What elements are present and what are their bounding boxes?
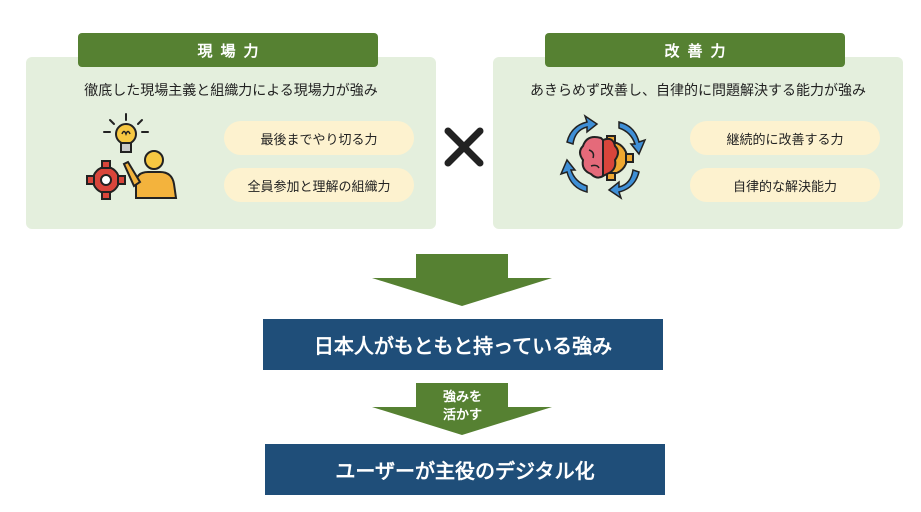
result-inherent-strength: 日本人がもともと持っている強み	[263, 319, 663, 370]
pill-soshikiryoku: 全員参加と理解の組織力	[224, 168, 414, 202]
brain-gear-cycle-icon	[553, 112, 649, 202]
result-user-centric-dx: ユーザーが主役のデジタル化	[265, 444, 665, 495]
kaizen-label: 改善力	[545, 33, 845, 67]
arrow-caption: 強みを活かす	[415, 385, 510, 429]
arrow-caption-text: 強みを活かす	[442, 390, 482, 423]
pill-yarikiru: 最後までやり切る力	[224, 121, 414, 155]
pill-jiritsu: 自律的な解決能力	[690, 168, 880, 202]
down-arrow-2	[372, 383, 552, 435]
pill-keizoku: 継続的に改善する力	[690, 121, 880, 155]
cross-icon	[442, 125, 486, 169]
worker-lightbulb-gear-icon	[84, 112, 180, 202]
right-subtitle: あきらめず改善し、自律的に問題解決する能力が強み	[530, 83, 866, 99]
down-arrow-1	[372, 254, 552, 306]
left-subtitle: 徹底した現場主義と組織力による現場力が強み	[84, 83, 378, 99]
genba-label: 現場力	[78, 33, 378, 67]
